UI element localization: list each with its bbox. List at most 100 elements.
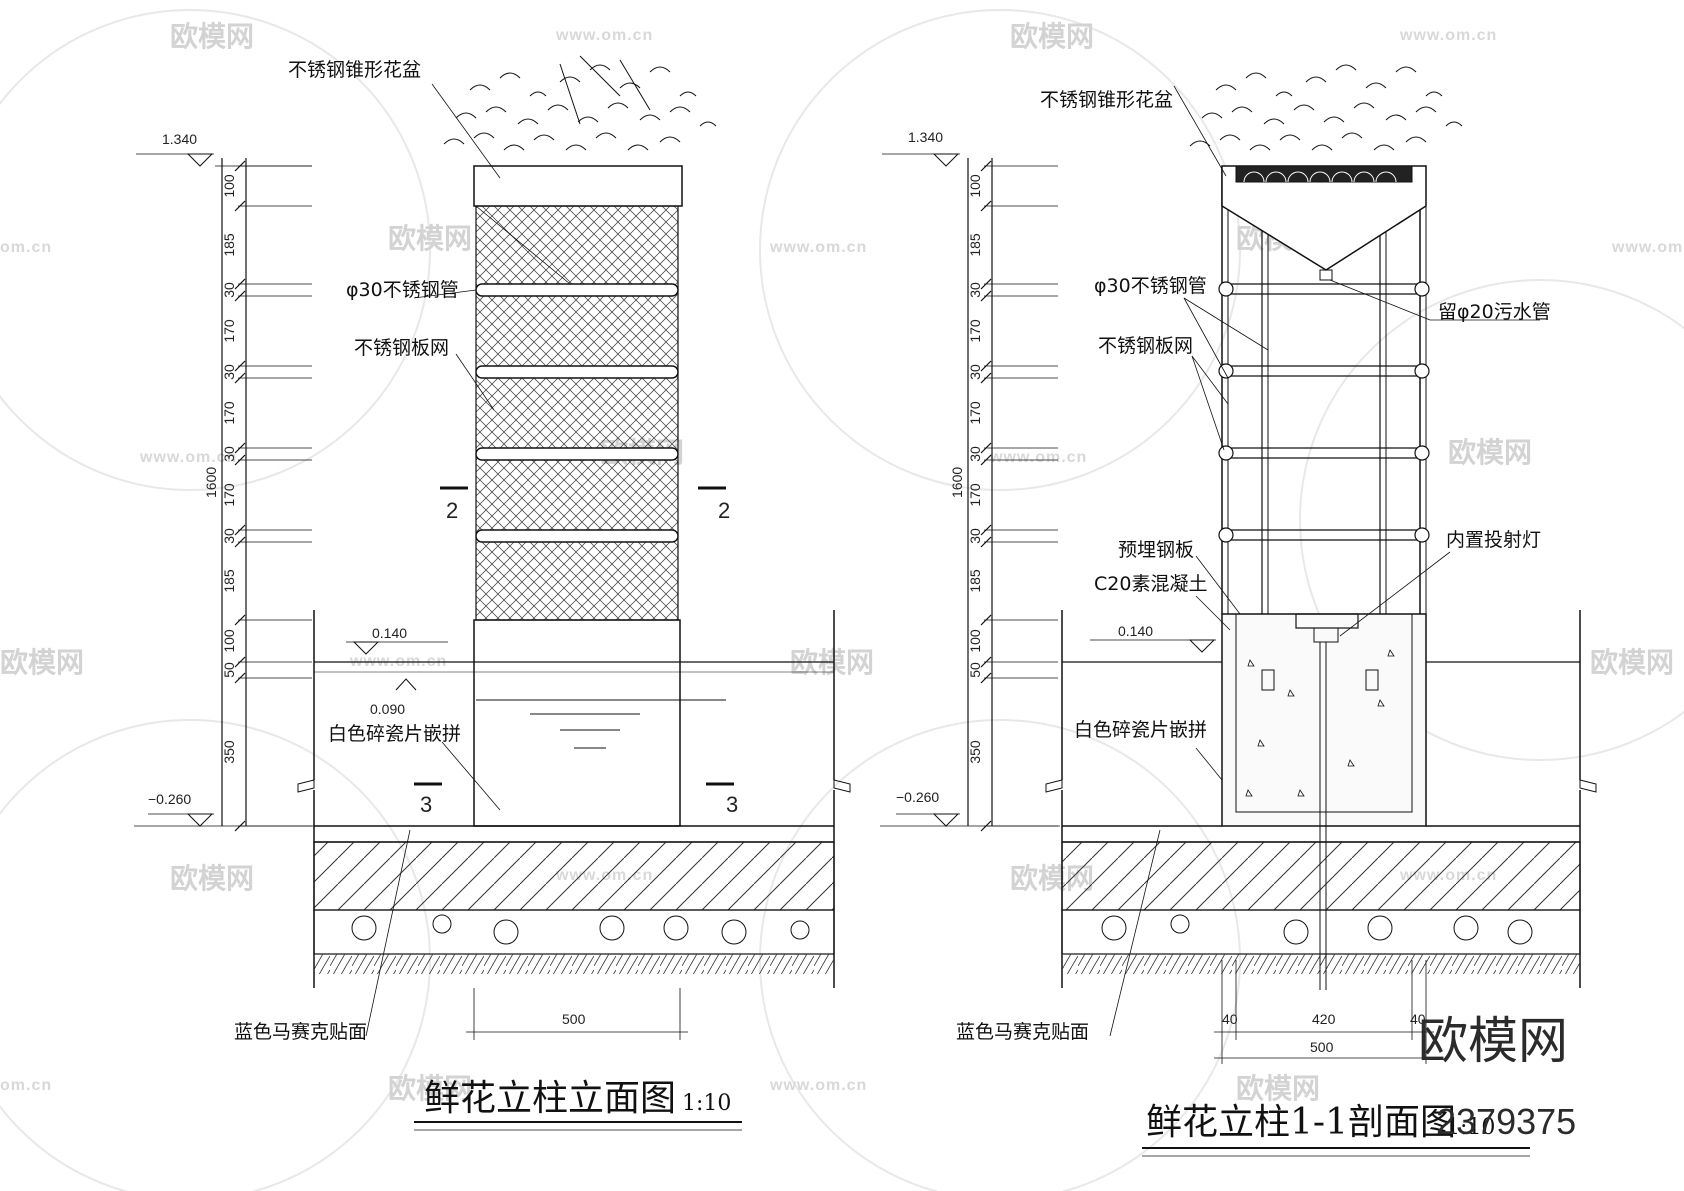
dim-slash [980,656,992,668]
level-water: 0.140 [372,625,407,641]
frame-rungs [1222,283,1426,541]
level-bottom: −0.260 [148,791,191,807]
dim-slash [234,160,246,172]
dim-slash [980,820,992,832]
label-mosaic: 蓝色马赛克贴面 [234,1021,367,1043]
dim-segment-label: 170 [967,401,983,425]
dim-bottom-40-left: 40 [1222,1011,1238,1027]
section-mark-3-right: 3 [726,792,738,817]
level-water-low: 0.090 [370,701,405,717]
dim-segment-label: 30 [967,282,983,298]
brand-stamp: 欧模网 2379375 [1418,1012,1576,1142]
dim-slash [234,278,246,290]
label-pot: 不锈钢锥形花盆 [1040,89,1173,111]
dim-segment-label: 170 [221,483,237,507]
dim-slash [980,536,992,548]
label-pot: 不锈钢锥形花盆 [288,59,421,81]
dim-segment-label: 185 [967,233,983,257]
dim-total: 1600 [949,467,965,498]
rung-circles [1218,281,1430,543]
dim-slash [980,454,992,466]
section-drawing [880,64,1597,1064]
gravel-circles [1101,914,1533,945]
drawing-scale-left: 1:10 [682,1091,731,1116]
dim-segment-label: 170 [221,319,237,343]
watermark-url: www.om.cn [555,27,653,44]
dim-slash [980,372,992,384]
label-light: 内置投射灯 [1446,529,1541,551]
dim-slash [234,614,246,626]
dim-slash [980,442,992,454]
label-mesh: 不锈钢板网 [1098,335,1193,357]
pipe-rings [475,283,679,543]
label-concrete: C20素混凝土 [1094,573,1207,595]
dim-segment-label: 100 [967,174,983,198]
section-mark-2-left: 2 [446,498,458,523]
dim-slash [980,360,992,372]
dim-segment-label: 170 [967,483,983,507]
dim-slash [234,536,246,548]
label-plate: 预埋钢板 [1118,539,1194,561]
dim-slash [980,614,992,626]
label-mosaic: 蓝色马赛克贴面 [956,1021,1089,1043]
elevation-drawing [134,55,851,1040]
watermark-brand: 欧模网 [0,646,84,679]
dim-segment-label: 30 [221,282,237,298]
drawing-title-right: 鲜花立柱1-1剖面图 [1146,1102,1456,1143]
label-drain: 留φ20污水管 [1438,301,1551,323]
watermark-url: www.om.cn [139,449,237,466]
dim-slash [980,278,992,290]
dim-segment-label: 100 [221,629,237,653]
level-top: 1.340 [162,131,197,147]
dim-slash [234,442,246,454]
dim-segment-label: 170 [221,401,237,425]
watermark-brand: 欧模网 [1236,1072,1320,1105]
dim-slash [980,160,992,172]
pot-soil [1243,171,1397,183]
watermark-url: www.om.cn [989,449,1087,466]
dim-segment-label: 185 [967,569,983,593]
dim-segment-label: 50 [221,662,237,678]
section-mark-2-right: 2 [718,498,730,523]
dim-slash [234,656,246,668]
dim-slash [234,360,246,372]
label-pipe: φ30不锈钢管 [1094,275,1207,297]
dim-segment-label: 350 [221,740,237,764]
dim-segment-label: 350 [967,740,983,764]
dim-segment-label: 100 [221,174,237,198]
dim-slash [234,372,246,384]
label-pipe: φ30不锈钢管 [346,279,459,301]
label-mesh: 不锈钢板网 [354,337,449,359]
dim-total: 1600 [203,467,219,498]
dim-segment-label: 30 [221,446,237,462]
watermark-url: www.om.cn [769,1077,867,1094]
dim-segment-label: 30 [967,364,983,380]
dim-slash [980,200,992,212]
dim-segment-label: 50 [967,662,983,678]
section-annotations: 不锈钢锥形花盆 φ30不锈钢管 不锈钢板网 留φ20污水管 预埋钢板 C20素混… [896,89,1551,1157]
dim-slash [980,672,992,684]
level-top: 1.340 [908,129,943,145]
gravel-circles [351,914,810,945]
elevation-annotations: 不锈钢锥形花盆 φ30不锈钢管 不锈钢板网 白色碎瓷片嵌拼 蓝色马赛克贴面 1.… [148,59,742,1131]
dim-segment-label: 30 [967,446,983,462]
drawing-scale-right: 1:10 [1446,1115,1495,1140]
watermark-brand: 欧模网 [1590,646,1674,679]
watermark-brand: 欧模网 [1448,436,1532,469]
dim-slash [980,290,992,302]
watermark-url: www.om.cn [1399,27,1497,44]
watermark-brand: 欧模网 [170,20,254,53]
dim-segment-label: 30 [221,364,237,380]
label-tile: 白色碎瓷片嵌拼 [328,723,461,745]
dim-segment-label: 100 [967,629,983,653]
watermark-url: www.om.cn [769,239,867,256]
dim-segment-label: 30 [967,528,983,544]
watermark-brand: 欧模网 [170,862,254,895]
brand-name: 欧模网 [1418,1012,1568,1070]
dim-bottom-420: 420 [1312,1011,1336,1027]
dim-width: 500 [562,1011,586,1027]
watermark-url-short: om.cn [0,1077,52,1094]
watermark-brand: 欧模网 [1010,20,1094,53]
